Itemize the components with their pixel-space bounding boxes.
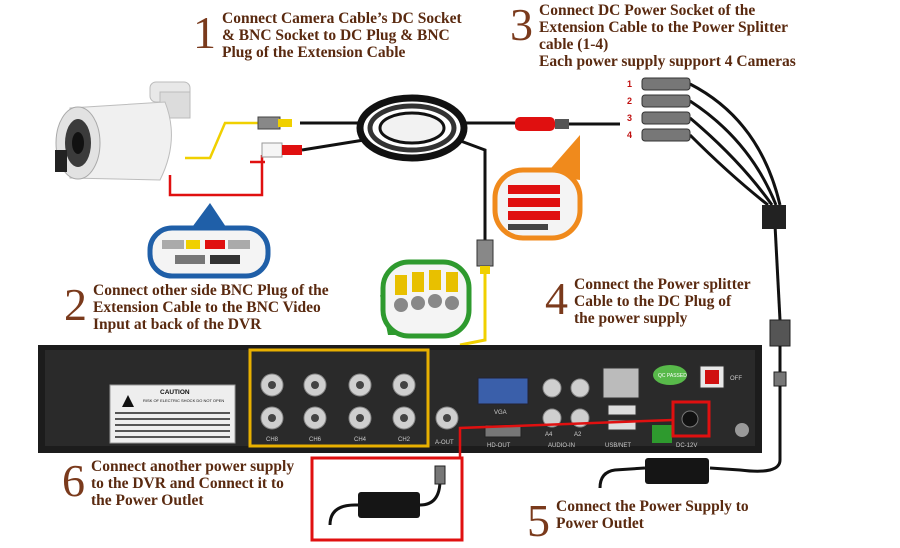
usb-net-label: USB/NET — [605, 443, 631, 449]
dvr-caution-sub: RISK OF ELECTRIC SHOCK DO NOT OPEN — [143, 398, 224, 403]
bnc-input-highlight — [248, 348, 430, 448]
off-label: OFF — [730, 376, 742, 382]
callout-blue — [147, 203, 271, 279]
dvr-power-route — [310, 418, 674, 542]
aout-label: A-OUT — [435, 440, 454, 446]
extension-plugs-camera-side — [257, 116, 302, 158]
camera-power-route — [598, 346, 787, 489]
dc-input-highlight — [671, 400, 711, 438]
step-3-number: 3 — [510, 0, 533, 50]
splitter-label-2: 2 — [627, 96, 632, 106]
step-2-text: Connect other side BNC Plug of the Exten… — [93, 282, 329, 333]
callout-green — [380, 259, 472, 339]
extension-dc-socket — [515, 117, 620, 131]
step-2: 2 Connect other side BNC Plug of the Ext… — [64, 279, 329, 334]
audio-in-label: AUDIO-IN — [548, 443, 575, 449]
step-3: 3 Connect DC Power Socket of the Extensi… — [510, 0, 796, 71]
step-5-text: Connect the Power Supply to Power Outlet — [556, 498, 749, 532]
vga-label: VGA — [494, 410, 507, 416]
step-4-number: 4 — [545, 273, 568, 324]
step-5: 5 Connect the Power Supply to Power Outl… — [527, 498, 749, 544]
step-2-number: 2 — [64, 279, 87, 330]
dvr-caution-title: CAUTION — [160, 389, 190, 396]
channel-label-ch2: CH2 — [398, 437, 411, 443]
splitter-label-4: 4 — [627, 130, 632, 140]
step-1-number: 1 — [193, 7, 216, 58]
a2-label: A2 — [574, 432, 582, 438]
channel-label-ch8: CH8 — [266, 437, 279, 443]
power-splitter — [641, 77, 791, 347]
channel-label-ch6: CH6 — [309, 437, 322, 443]
extension-cable-coil — [300, 94, 515, 240]
camera-power-adapter — [645, 458, 709, 484]
qc-label: QC PASSED — [658, 373, 687, 379]
channel-label-ch4: CH4 — [354, 437, 367, 443]
step-6-number: 6 — [62, 455, 85, 506]
dvr-power-adapter — [358, 492, 420, 518]
step-1: 1 Connect Camera Cable’s DC Socket & BNC… — [193, 7, 462, 62]
a4-label: A4 — [545, 432, 553, 438]
splitter-labels: 1 2 3 4 — [627, 79, 632, 140]
dc12v-label: DC-12V — [676, 443, 697, 449]
step-5-number: 5 — [527, 495, 550, 546]
camera-cables — [168, 121, 265, 197]
step-1-text: Connect Camera Cable’s DC Socket & BNC S… — [222, 10, 462, 61]
step-6-text: Connect another power supply to the DVR … — [91, 458, 295, 509]
dvr-back-panel: CAUTION RISK OF ELECTRIC SHOCK DO NOT OP… — [38, 345, 762, 453]
bullet-camera — [55, 81, 191, 181]
callout-orange — [492, 135, 583, 241]
splitter-label-1: 1 — [627, 79, 632, 89]
splitter-label-3: 3 — [627, 113, 632, 123]
step-4-text: Connect the Power splitter Cable to the … — [574, 276, 751, 327]
step-4: 4 Connect the Power splitter Cable to th… — [545, 273, 751, 328]
hdout-label: HD-OUT — [487, 443, 511, 449]
step-3-text: Connect DC Power Socket of the Extension… — [539, 2, 796, 70]
extension-bnc-to-dvr — [459, 239, 494, 347]
step-6: 6 Connect another power supply to the DV… — [62, 455, 295, 510]
